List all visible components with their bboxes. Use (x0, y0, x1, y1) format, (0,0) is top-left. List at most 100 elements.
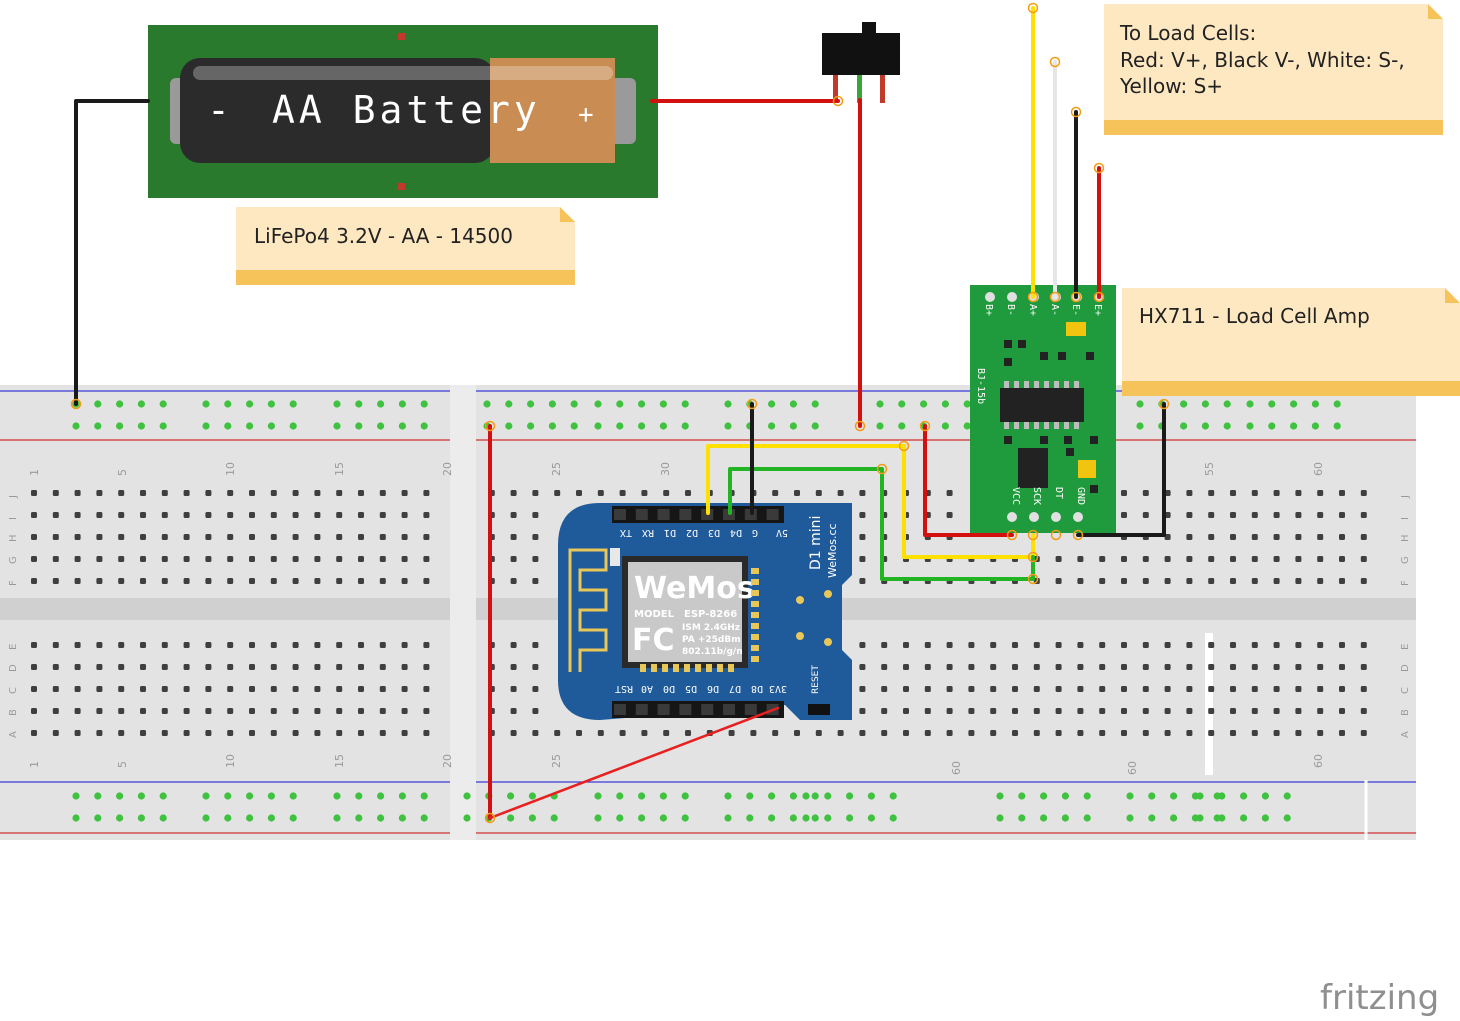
breadboard-hole (52, 708, 59, 714)
rail-hole (659, 814, 668, 822)
breadboard-hole (903, 664, 909, 670)
rail-hole (681, 792, 689, 800)
note-load-cells-line2: Yellow: S+ (1119, 74, 1223, 98)
hx711-chip-leg (1024, 381, 1029, 388)
breadboard-hole (1186, 556, 1193, 562)
rail-hole (377, 814, 385, 822)
wire-green-d4[interactable] (728, 467, 1035, 581)
rail-hole (811, 422, 819, 430)
wire-endpoint (1027, 2, 1039, 14)
wire-red-3v3[interactable] (488, 706, 780, 820)
row-letter-f-right: F (1400, 580, 1411, 586)
breadboard-hole (270, 730, 277, 736)
breadboard-hole (1208, 512, 1215, 518)
note-hx711: HX711 - Load Cell Amp (1122, 288, 1460, 396)
rail-hole (1180, 422, 1188, 430)
rail-hole (1196, 814, 1204, 822)
antenna-trace (568, 548, 608, 672)
breadboard-hole (1033, 708, 1040, 714)
rail-hole (94, 400, 102, 408)
breadboard-hole (1164, 556, 1171, 562)
breadboard-hole (336, 556, 343, 562)
pin-label-rx: RX (642, 527, 654, 538)
rail-hole (802, 792, 810, 800)
breadboard-hole (1012, 730, 1018, 736)
breadboard-hole (1208, 490, 1215, 496)
breadboard-hole (1099, 708, 1106, 714)
hx711-smd-part (1004, 358, 1012, 366)
breadboard-hole (96, 686, 103, 692)
breadboard-hole (1360, 556, 1367, 562)
breadboard-hole (270, 578, 277, 584)
wire-red-hx-vcc[interactable] (923, 424, 1014, 537)
col-num-low-60c: 60 (1312, 754, 1325, 768)
breadboard-hole (227, 534, 234, 540)
breadboard-hole (1273, 686, 1280, 692)
wire-yellow-d3[interactable] (706, 444, 1035, 559)
breadboard-hole (118, 512, 125, 518)
breadboard-hole (401, 708, 408, 714)
breadboard-hole (336, 642, 343, 648)
breadboard-hole (1099, 578, 1106, 584)
breadboard-hole (859, 730, 866, 736)
rail-hole (527, 400, 535, 408)
rail-hole (659, 792, 668, 800)
breadboard-hole (597, 490, 604, 496)
breadboard-hole (423, 664, 430, 670)
wire-black-hx-gnd[interactable] (1076, 402, 1166, 537)
switch-knob[interactable] (862, 22, 876, 36)
wire-black-battery-gnd[interactable] (74, 99, 150, 406)
breadboard-hole (1339, 708, 1345, 714)
breadboard-hole (1360, 730, 1367, 736)
row-letter-j-right: J (1400, 495, 1411, 499)
breadboard-hole (619, 490, 626, 496)
breadboard-hole (31, 512, 37, 518)
pin-label-d6: D6 (707, 683, 719, 694)
breadboard-hole (1273, 664, 1280, 670)
rail-hole (333, 814, 341, 822)
breadboard-hole (401, 730, 408, 736)
wire-endpoint (1027, 529, 1039, 541)
breadboard-hole (183, 664, 190, 670)
wire-endpoint (484, 812, 496, 824)
breadboard-hole (1251, 686, 1258, 692)
breadboard-hole (249, 708, 255, 714)
esp-module-pin (717, 664, 723, 672)
breadboard-hole (968, 730, 975, 736)
rail-hole (267, 422, 275, 430)
hx-pin-label-b-plus: B+ (983, 304, 994, 316)
breadboard-hole (1164, 642, 1171, 648)
breadboard-hole (183, 708, 190, 714)
hx711-chip-leg (1034, 422, 1039, 429)
hx711-chip-leg (1074, 422, 1079, 429)
hx711-smd-part (1064, 436, 1072, 444)
rail-hole (824, 814, 832, 822)
breadboard-hole (1121, 642, 1127, 648)
slide-switch[interactable] (822, 22, 900, 103)
breadboard-hole (118, 490, 125, 496)
breadboard-hole (1230, 512, 1236, 518)
pin-label-d3: D3 (708, 527, 720, 538)
breadboard-hole (314, 686, 321, 692)
breadboard-hole (358, 642, 364, 648)
breadboard-hole (74, 578, 81, 584)
rail-hole (789, 422, 798, 430)
breadboard-hole (31, 556, 37, 562)
breadboard-hole (118, 578, 125, 584)
breadboard-hole (1099, 730, 1106, 736)
hx711-chip-leg (1064, 381, 1069, 388)
breadboard-hole (1142, 556, 1149, 562)
wemos-side-site: WeMos.cc (826, 523, 839, 578)
rail-hole (1061, 792, 1069, 800)
rail-hole (548, 400, 557, 408)
rail-hole (507, 792, 515, 800)
row-letter-h-right: H (1400, 534, 1411, 542)
col-num-low-15: 15 (333, 754, 346, 768)
fc-logo: FC (632, 623, 675, 658)
breadboard-hole (31, 642, 37, 648)
breadboard-hole (924, 708, 931, 714)
reset-button[interactable] (808, 704, 830, 715)
breadboard-hole (903, 730, 909, 736)
esp-module-pin (706, 664, 712, 672)
